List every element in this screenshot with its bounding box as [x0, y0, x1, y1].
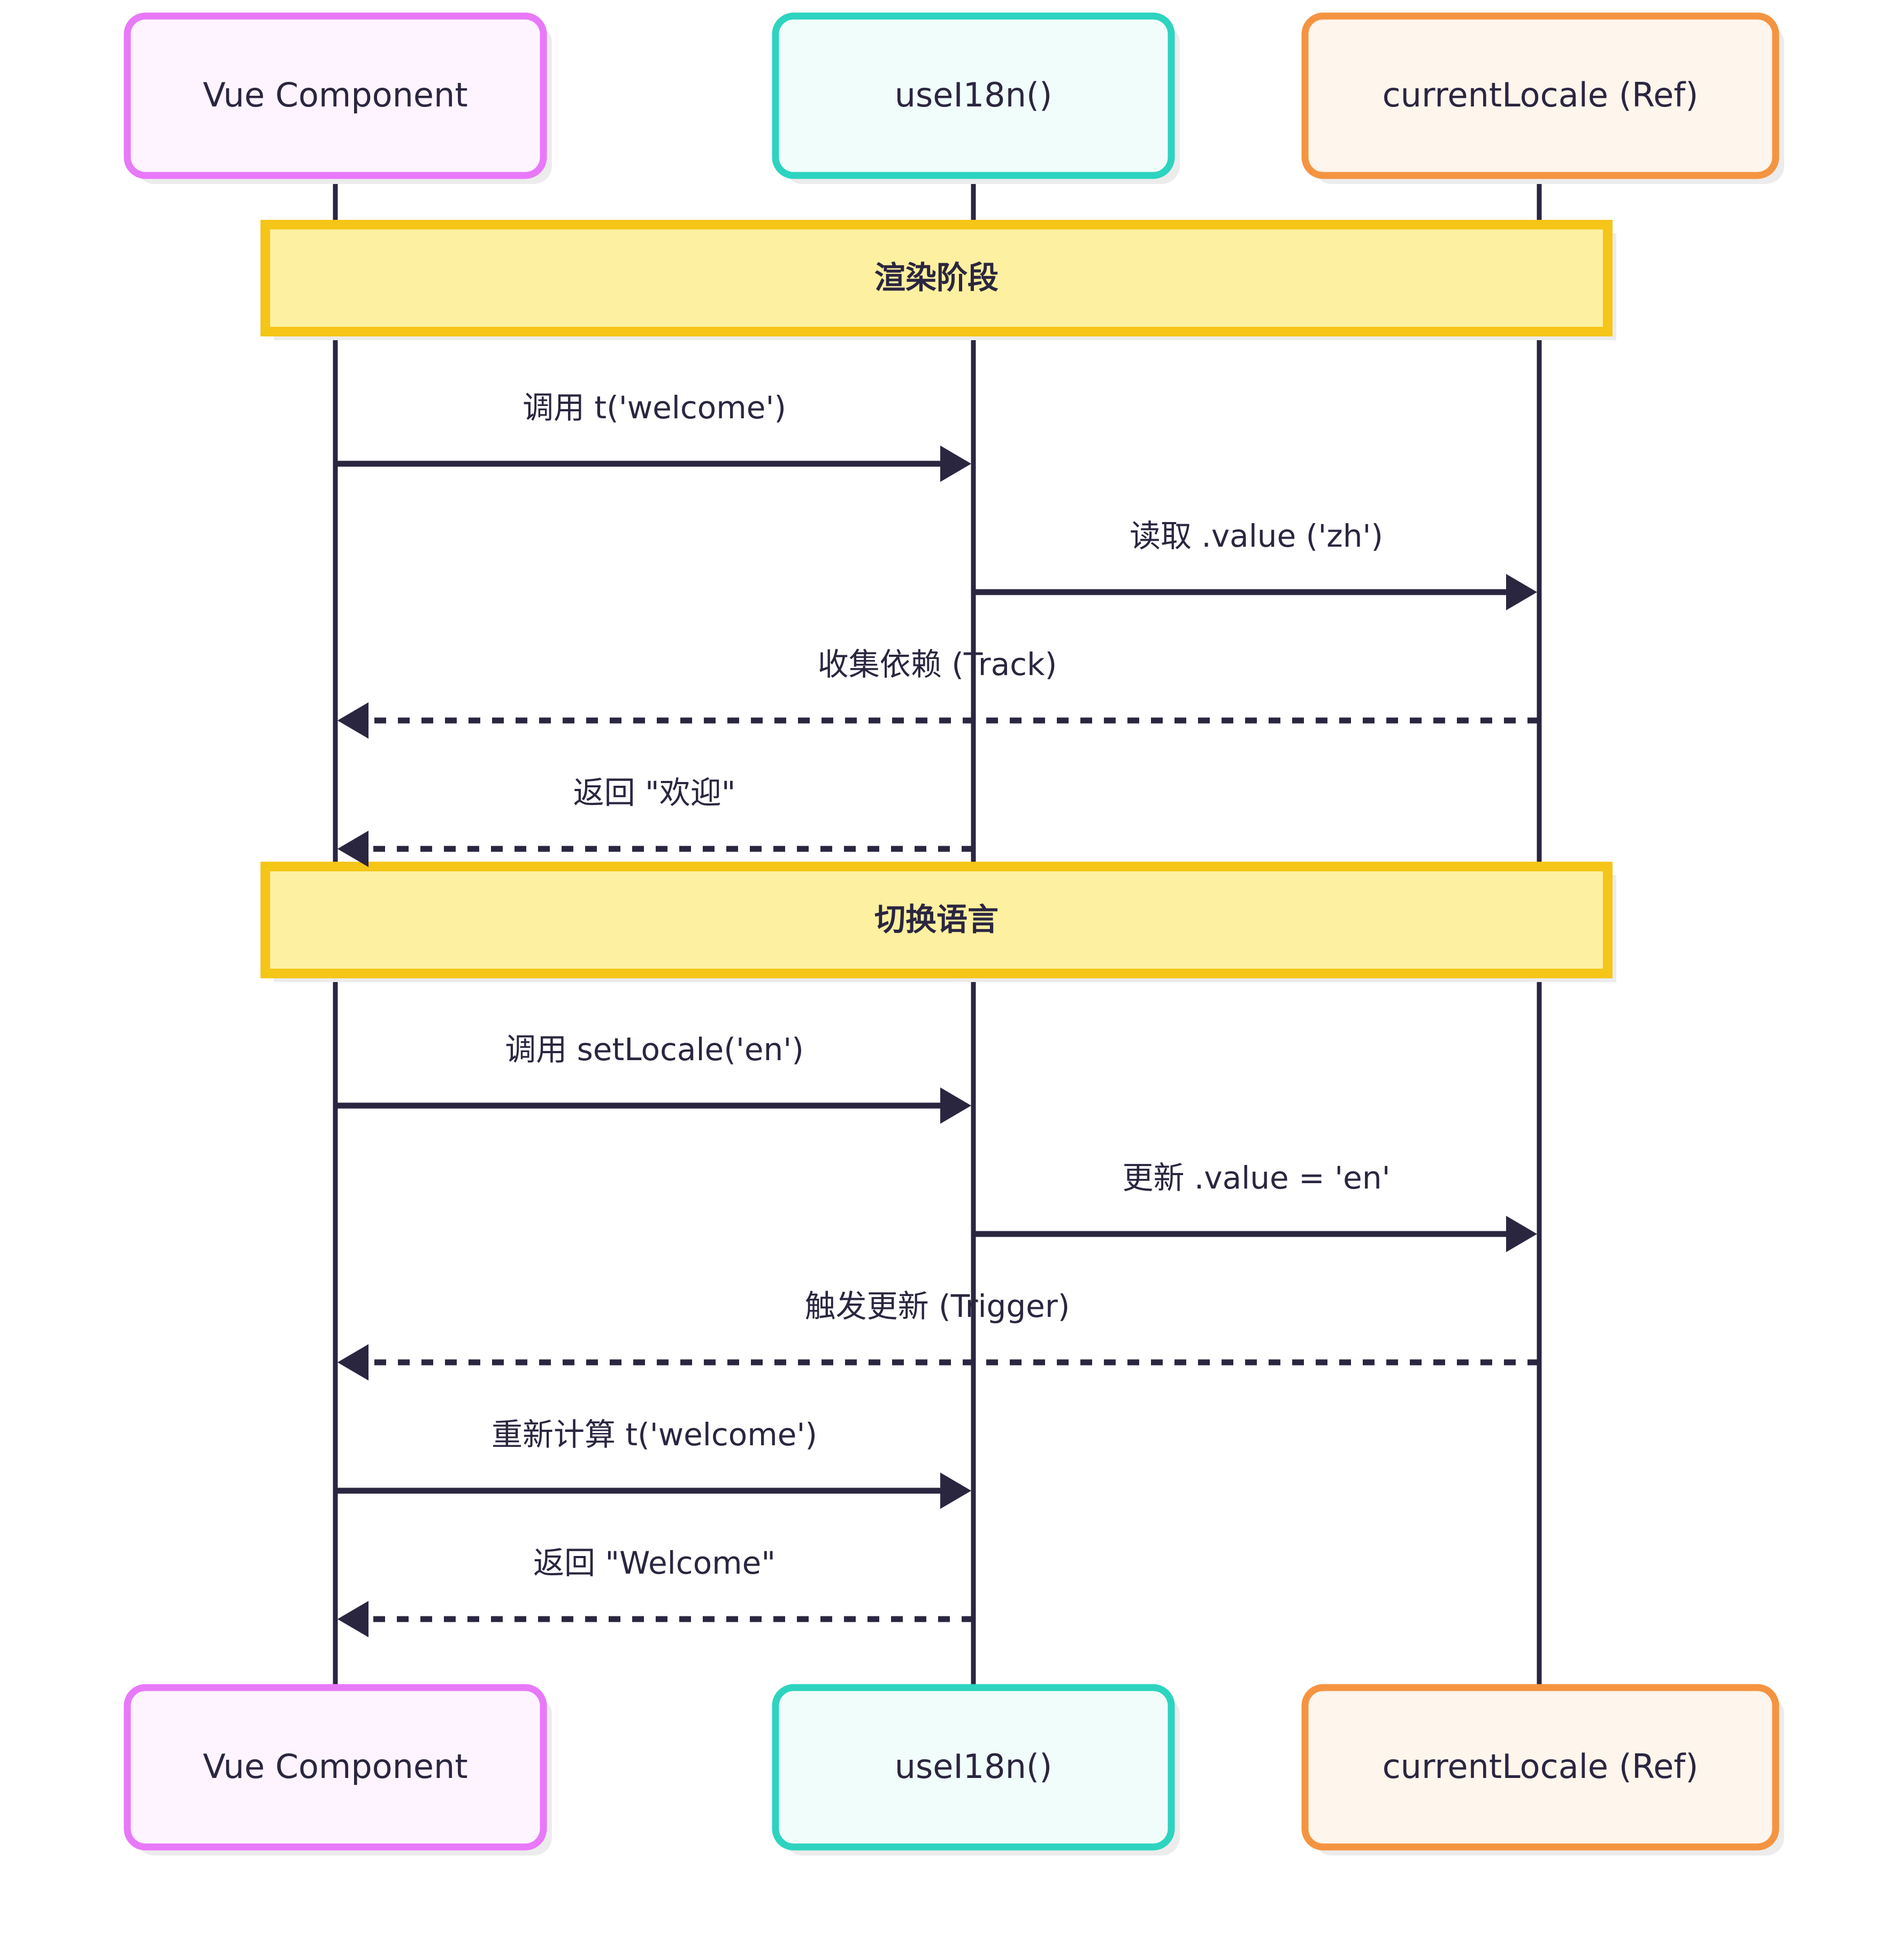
msg-recompute-t-welcome-arrowhead-icon — [940, 1473, 971, 1509]
msg-update-value-en-label: 更新 .value = 'en' — [1122, 1160, 1390, 1196]
msg-call-setlocale-en: 调用 setLocale('en') — [335, 1031, 971, 1124]
participant-use-i18n[interactable]: useI18n() — [772, 12, 1180, 184]
msg-recompute-t-welcome-label: 重新计算 t('welcome') — [492, 1416, 817, 1453]
msg-return-welcome-arrowhead-icon — [337, 1601, 368, 1637]
participants-layer: Vue Component useI18n() currentLocale (Ref… — [124, 12, 1784, 1856]
msg-read-value-zh-arrowhead-icon — [1506, 574, 1537, 610]
msg-return-welcome-label: 返回 "Welcome" — [533, 1545, 776, 1581]
msg-trigger-update-arrowhead-icon — [337, 1344, 368, 1381]
msg-return-huanying: 返回 "欢迎" — [337, 775, 973, 867]
participant-use-i18n-bottom[interactable]: useI18n() — [772, 1684, 1180, 1856]
divider-switch-language: 切换语言 — [260, 862, 1616, 982]
participant-use-i18n-bottom-label: useI18n() — [895, 1747, 1053, 1786]
msg-call-t-welcome-label: 调用 t('welcome') — [523, 389, 786, 426]
msg-track-dependency-arrowhead-icon — [337, 702, 368, 739]
participant-use-i18n-label: useI18n() — [895, 75, 1053, 114]
msg-call-t-welcome: 调用 t('welcome') — [335, 389, 971, 482]
participant-current-locale-label: currentLocale (Ref) — [1383, 75, 1699, 114]
participant-vue-component-bottom-label: Vue Component — [203, 1747, 467, 1786]
msg-call-setlocale-en-label: 调用 setLocale('en') — [505, 1031, 804, 1068]
participant-current-locale-bottom-label: currentLocale (Ref) — [1383, 1747, 1699, 1786]
participant-vue-component-label: Vue Component — [203, 75, 467, 114]
msg-update-value-en-arrowhead-icon — [1506, 1216, 1537, 1252]
msg-read-value-zh-label: 读取 .value ('zh') — [1130, 518, 1383, 554]
participant-vue-component-bottom[interactable]: Vue Component — [124, 1684, 552, 1856]
participant-vue-component[interactable]: Vue Component — [124, 12, 552, 184]
participant-current-locale[interactable]: currentLocale (Ref) — [1301, 12, 1784, 184]
messages-layer: 调用 t('welcome') 读取 .value ('zh') 收集依赖 (Tra… — [335, 389, 1539, 1637]
msg-update-value-en: 更新 .value = 'en' — [973, 1160, 1537, 1252]
msg-trigger-update: 触发更新 (Trigger) — [337, 1288, 1539, 1381]
msg-track-dependency: 收集依赖 (Track) — [337, 646, 1539, 739]
msg-read-value-zh: 读取 .value ('zh') — [973, 518, 1537, 610]
divider-switch-language-label: 切换语言 — [874, 901, 999, 938]
msg-track-dependency-label: 收集依赖 (Track) — [818, 646, 1057, 683]
msg-recompute-t-welcome: 重新计算 t('welcome') — [335, 1416, 971, 1509]
msg-trigger-update-label: 触发更新 (Trigger) — [805, 1288, 1070, 1324]
msg-call-t-welcome-arrowhead-icon — [940, 446, 971, 482]
msg-call-setlocale-en-arrowhead-icon — [940, 1087, 971, 1124]
participant-current-locale-bottom[interactable]: currentLocale (Ref) — [1301, 1684, 1784, 1856]
msg-return-huanying-arrowhead-icon — [337, 831, 368, 867]
msg-return-welcome: 返回 "Welcome" — [337, 1545, 973, 1637]
divider-render-phase-label: 渲染阶段 — [874, 259, 999, 296]
msg-return-huanying-label: 返回 "欢迎" — [573, 775, 736, 811]
divider-render-phase: 渲染阶段 — [260, 220, 1616, 340]
